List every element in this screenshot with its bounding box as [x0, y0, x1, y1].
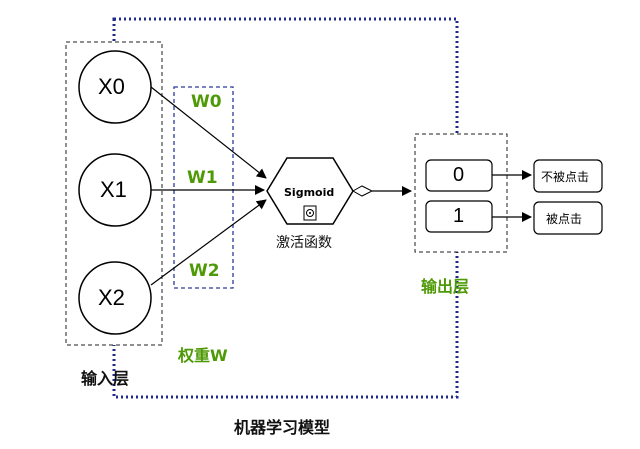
output-value-0: 0 — [453, 164, 465, 186]
result-box-not-clicked — [533, 159, 603, 193]
result-clicked: 被点击 — [546, 212, 583, 226]
weights-label: 权重W — [178, 346, 228, 365]
result-not-clicked: 不被点击 — [541, 170, 590, 184]
output-layer-label: 输出层 — [421, 277, 470, 296]
sigmoid-hexagon — [266, 157, 354, 225]
aggregation-diamond-icon — [351, 185, 374, 197]
input-layer-label: 输入层 — [81, 369, 130, 388]
model-label: 机器学习模型 — [234, 418, 331, 437]
input-label-x1: X1 — [100, 177, 127, 202]
weights-box — [173, 86, 234, 289]
gear-icon — [303, 205, 317, 221]
edge-x0-sigmoid — [150, 86, 267, 179]
weight-label-w2: W2 — [189, 261, 220, 281]
input-label-x0: X0 — [98, 74, 125, 99]
weight-label-w1: W1 — [187, 168, 218, 188]
weight-label-w0: W0 — [191, 92, 222, 112]
input-label-x2: X2 — [98, 285, 125, 310]
output-layer-box — [414, 133, 508, 253]
sigmoid-label: Sigmoid — [284, 186, 335, 199]
input-node-x2 — [78, 261, 152, 335]
edge-x2-sigmoid — [150, 199, 267, 286]
result-box-clicked — [533, 201, 603, 235]
activation-caption: 激活函数 — [276, 235, 332, 251]
output-value-1: 1 — [453, 205, 465, 227]
